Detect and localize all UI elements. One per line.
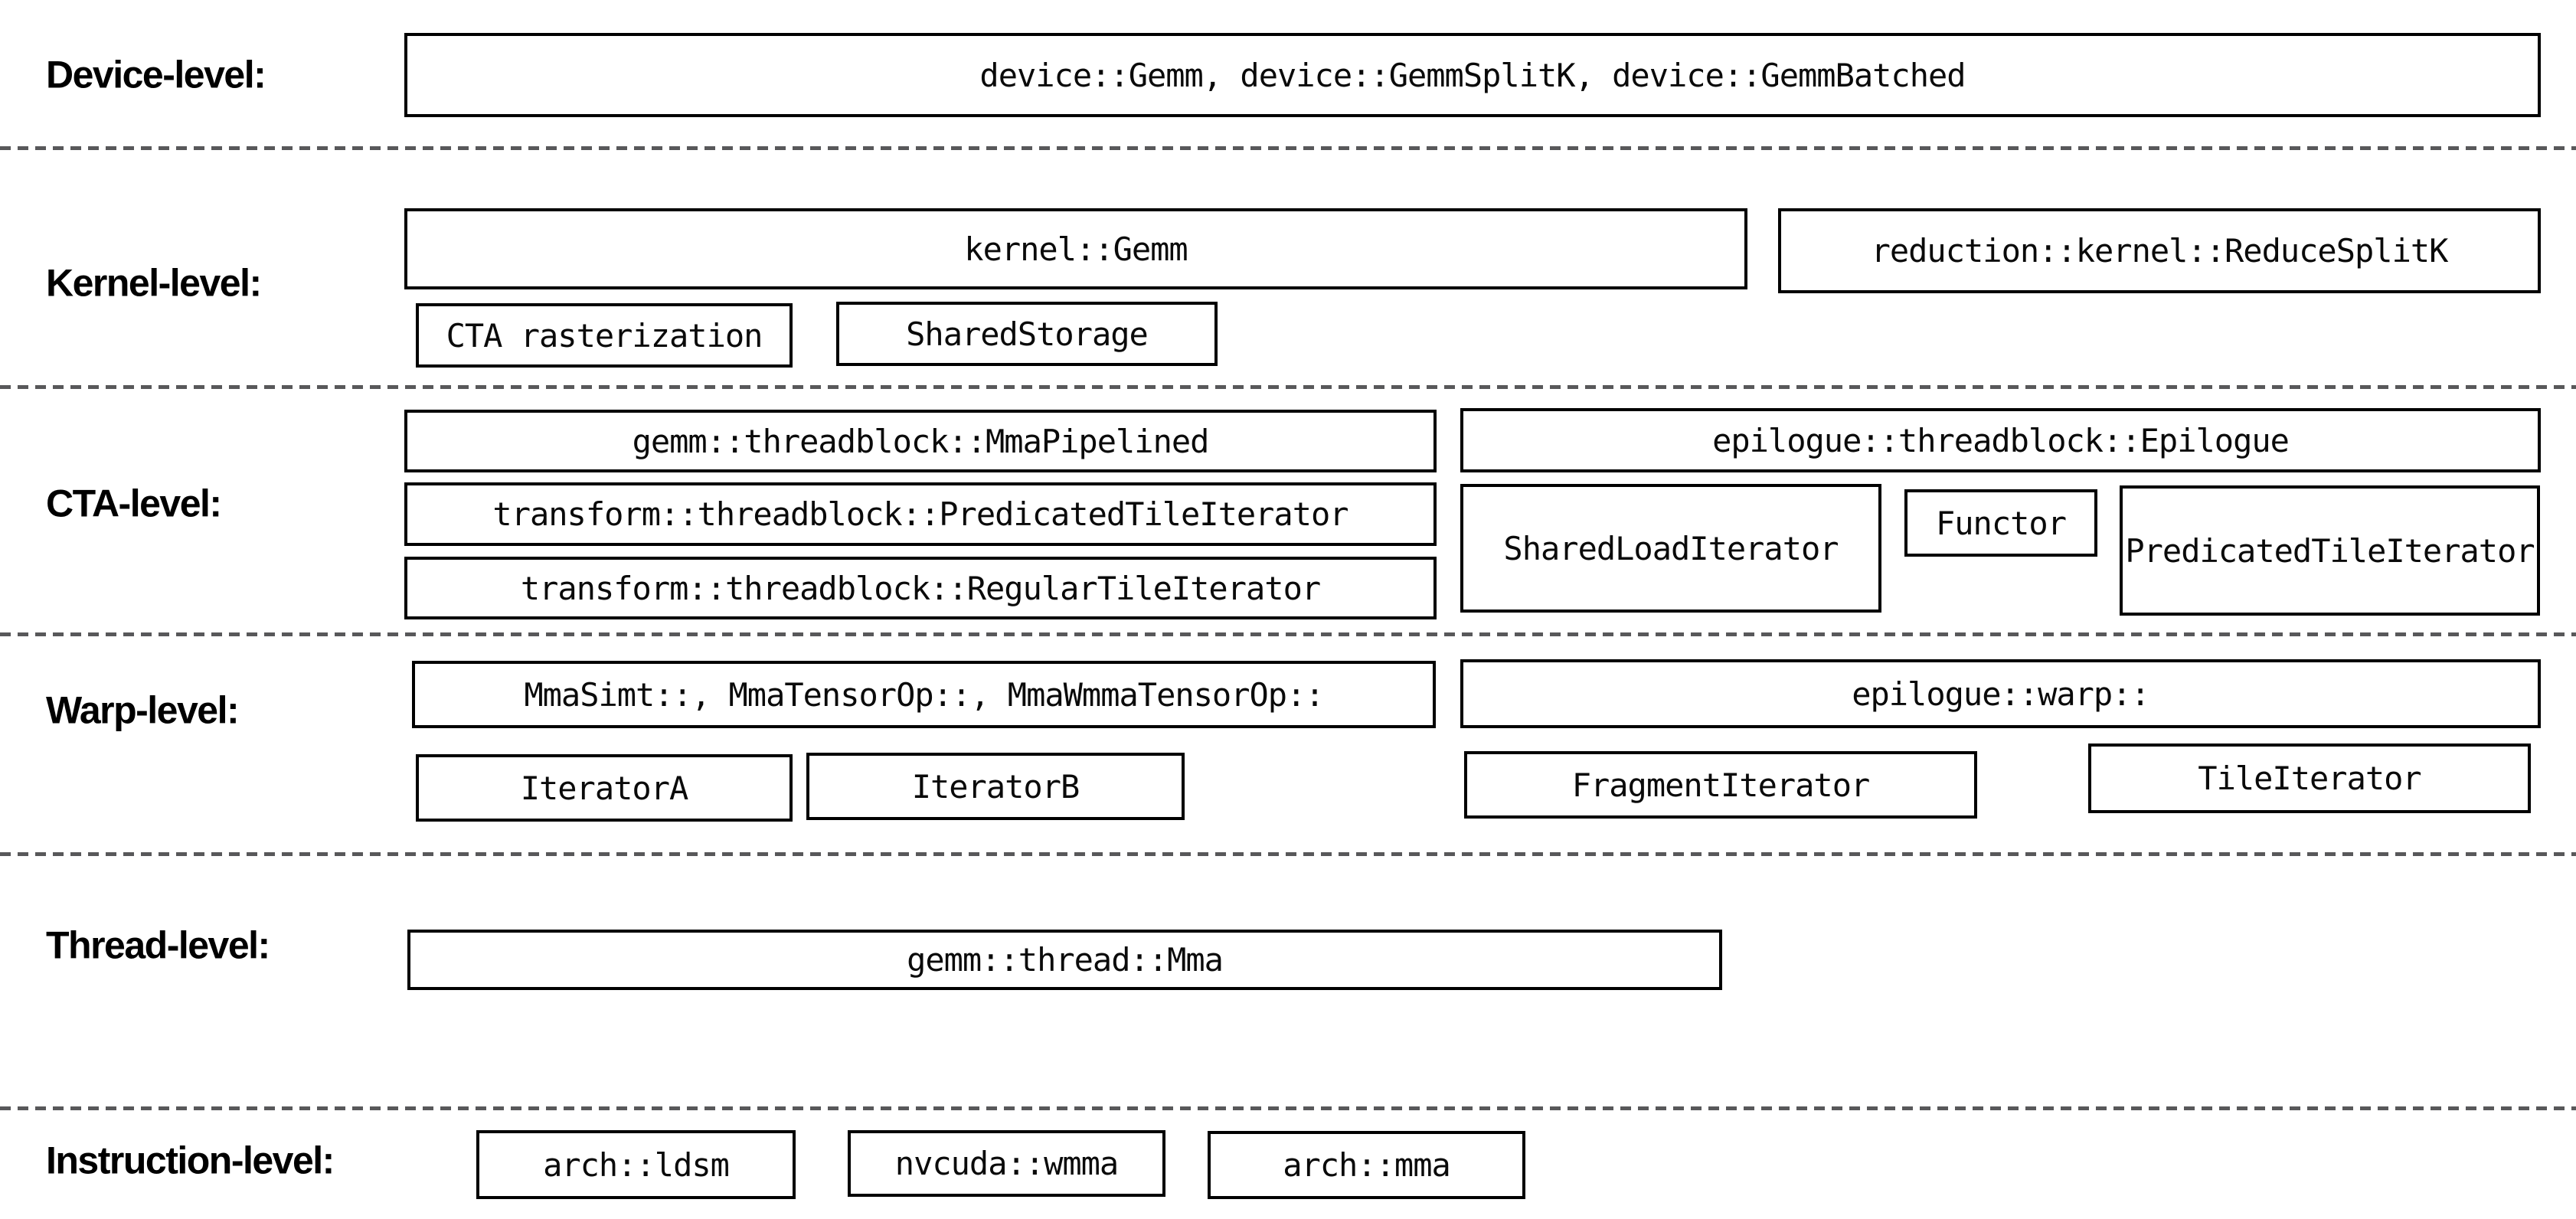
box-cta-rasterization: CTA rasterization (416, 303, 793, 368)
box-tile-iterator: TileIterator (2088, 743, 2531, 813)
row-label-device-level: Device-level: (46, 53, 266, 96)
row-label-cta-level: CTA-level: (46, 482, 222, 525)
row-label-kernel-level: Kernel-level: (46, 261, 262, 305)
row-label-instruction-level: Instruction-level: (46, 1139, 335, 1182)
box-transform-regular-tile-iterator: transform::threadblock::RegularTileItera… (404, 557, 1437, 619)
box-iterator-b: IteratorB (806, 753, 1185, 820)
box-nvcuda-wmma: nvcuda::wmma (848, 1130, 1165, 1197)
box-iterator-a: IteratorA (416, 754, 793, 822)
row-label-thread-level: Thread-level: (46, 923, 270, 967)
box-transform-predicated-tile-iterator: transform::threadblock::PredicatedTileIt… (404, 482, 1437, 546)
row-label-warp-level: Warp-level: (46, 688, 240, 732)
row-separator-1 (0, 146, 2576, 150)
box-warp-mma-variants: MmaSimt::, MmaTensorOp::, MmaWmmaTensorO… (412, 661, 1436, 728)
box-epilogue-warp: epilogue::warp:: (1460, 659, 2541, 728)
row-separator-3 (0, 632, 2576, 636)
box-device-gemm-variants: device::Gemm, device::GemmSplitK, device… (404, 33, 2541, 117)
box-epilogue-predicated-tile-iterator: PredicatedTileIterator (2120, 485, 2540, 616)
box-shared-storage: SharedStorage (836, 302, 1218, 366)
box-arch-mma: arch::mma (1208, 1131, 1525, 1199)
row-separator-5 (0, 1106, 2576, 1110)
box-gemm-thread-mma: gemm::thread::Mma (407, 930, 1722, 990)
box-functor: Functor (1904, 489, 2097, 557)
box-arch-ldsm: arch::ldsm (476, 1130, 796, 1199)
box-reduction-reduce-splitk: reduction::kernel::ReduceSplitK (1778, 208, 2541, 293)
box-shared-load-iterator: SharedLoadIterator (1460, 484, 1881, 613)
box-epilogue-threadblock: epilogue::threadblock::Epilogue (1460, 408, 2541, 472)
box-mma-pipelined: gemm::threadblock::MmaPipelined (404, 410, 1437, 472)
box-fragment-iterator: FragmentIterator (1464, 751, 1977, 819)
row-separator-4 (0, 852, 2576, 856)
row-separator-2 (0, 385, 2576, 389)
box-kernel-gemm: kernel::Gemm (404, 208, 1747, 289)
